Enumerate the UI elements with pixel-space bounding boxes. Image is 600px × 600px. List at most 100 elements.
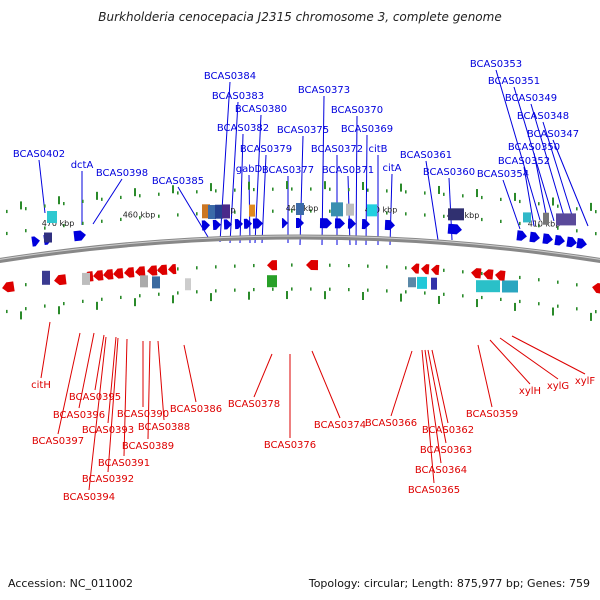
tick-mark (405, 290, 407, 294)
tick-mark (424, 213, 426, 217)
forward-label-leader (533, 152, 549, 225)
forward-label-leader (38, 159, 46, 214)
tick-mark (329, 187, 331, 191)
reverse-gene-label: BCAS0391 (98, 458, 150, 469)
reverse-label-leader (431, 349, 449, 424)
reverse-label-leader (421, 349, 435, 484)
forward-label-leader (495, 69, 541, 221)
reverse-gene-arrow (267, 260, 278, 271)
tick-mark (500, 197, 502, 202)
tick-mark (538, 202, 540, 206)
forward-label-leader (365, 134, 368, 246)
tick-mark (172, 295, 174, 304)
tick-mark (291, 287, 293, 291)
tick-mark (405, 212, 407, 216)
forward-label-leader (355, 115, 358, 246)
reverse-label-leader (157, 340, 165, 421)
reverse-gene-arrow (113, 268, 124, 279)
feature-block (417, 276, 427, 289)
reverse-label-leader (311, 350, 341, 419)
reverse-gene-arrow (54, 274, 67, 286)
reverse-gene-label: BCAS0386 (170, 404, 222, 415)
tick-mark (291, 209, 293, 213)
forward-gene-arrow (319, 218, 332, 229)
genome-summary-text: Topology: circular; Length: 875,977 bp; … (308, 577, 590, 590)
forward-gene-arrow (542, 233, 553, 244)
forward-gene-arrow (576, 238, 587, 249)
reverse-label-leader (427, 349, 447, 444)
feature-block (208, 205, 216, 220)
forward-gene-label: BCAS0348 (517, 111, 569, 122)
tick-mark (367, 288, 369, 292)
tick-mark (58, 196, 60, 205)
tick-mark (367, 264, 369, 268)
reverse-gene-label: BCAS0378 (228, 399, 280, 410)
feature-block (185, 278, 191, 291)
tick-mark (424, 191, 426, 195)
tick-mark (481, 195, 483, 200)
forward-gene-arrow (223, 219, 232, 230)
forward-gene-arrow (234, 219, 243, 230)
tick-mark (20, 201, 22, 210)
tick-mark (210, 293, 212, 302)
forward-gene-arrow (529, 231, 540, 243)
feature-block (296, 203, 304, 215)
reverse-label-leader (489, 339, 531, 385)
tick-mark (215, 265, 217, 269)
feature-block (523, 212, 531, 223)
tick-mark (272, 287, 274, 291)
reverse-gene-arrow (411, 263, 420, 274)
reverse-gene-arrow (147, 265, 158, 276)
reverse-gene-label: BCAS0392 (82, 474, 134, 485)
reverse-label-leader (147, 340, 151, 440)
reverse-gene-arrow (93, 270, 104, 281)
tick-mark (519, 221, 521, 226)
forward-gene-label: BCAS0370 (331, 105, 383, 116)
tick-mark (386, 189, 388, 193)
feature-block (47, 211, 57, 223)
reverse-gene-arrow (431, 264, 440, 276)
reverse-gene-arrow (124, 267, 135, 278)
reverse-gene-label: BCAS0376 (264, 440, 316, 451)
forward-label-leader (552, 139, 589, 227)
forward-gene-arrow (201, 220, 210, 231)
tick-mark (519, 299, 521, 304)
tick-mark (177, 267, 179, 271)
tick-mark (44, 226, 46, 230)
reverse-gene-arrow (592, 283, 600, 294)
tick-mark (234, 264, 236, 268)
kbp-label: 430 kbp (365, 206, 398, 215)
tick-mark (139, 194, 141, 198)
reverse-gene-label: BCAS0388 (138, 422, 190, 433)
tick-mark (462, 294, 464, 298)
forward-gene-label: BCAS0354 (477, 169, 529, 180)
tick-mark (576, 283, 578, 287)
forward-gene-arrow (31, 236, 40, 247)
forward-gene-label: BCAS0360 (423, 167, 475, 178)
tick-mark (329, 209, 331, 213)
feature-block (152, 276, 160, 289)
reverse-gene-label: BCAS0366 (365, 418, 417, 429)
reverse-label-leader (88, 336, 107, 491)
feature-block (202, 204, 210, 219)
tick-mark (386, 211, 388, 215)
tick-mark (576, 307, 578, 311)
feature-block (346, 203, 354, 216)
tick-mark (25, 207, 27, 211)
tick-mark (177, 213, 179, 217)
tick-mark (324, 291, 326, 300)
tick-mark (590, 202, 592, 211)
reverse-gene-label: xylH (519, 386, 541, 397)
reverse-label-leader (40, 321, 51, 379)
forward-gene-arrow (347, 218, 356, 229)
tick-mark (424, 291, 426, 295)
tick-mark (576, 207, 578, 211)
tick-mark (25, 283, 27, 287)
forward-gene-label: BCAS0384 (204, 71, 256, 82)
reverse-gene-label: BCAS0397 (32, 436, 84, 447)
reverse-label-leader (107, 336, 117, 424)
forward-gene-label: BCAS0402 (13, 149, 65, 160)
tick-mark (20, 311, 22, 320)
kbp-label: 470 kbp (42, 219, 75, 228)
forward-label-leader (92, 178, 123, 225)
